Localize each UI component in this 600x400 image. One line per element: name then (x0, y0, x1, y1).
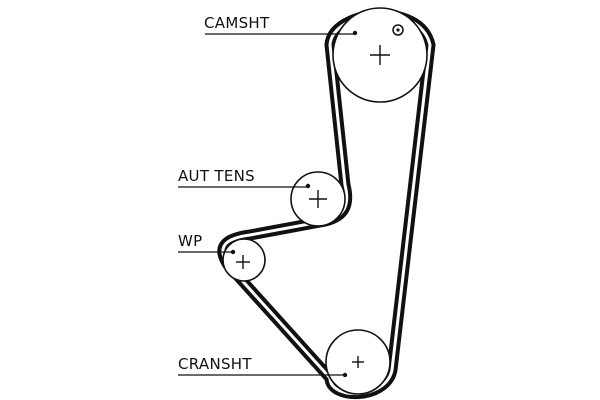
camshaft-label: CAMSHT (204, 14, 270, 32)
camshaft-pulley (332, 7, 428, 103)
water-pump-pulley (222, 238, 266, 282)
camshaft-center-cross (370, 45, 390, 65)
crankshaft-pulley (325, 329, 391, 395)
camshaft-timing-mark-icon (392, 24, 404, 36)
water-pump-center-cross (236, 255, 250, 269)
tensioner-pulley (290, 171, 346, 227)
leader-lines (178, 33, 355, 376)
crankshaft-label: CRANSHT (178, 355, 252, 373)
water-pump-pulley-outline (222, 238, 266, 282)
tensioner-label: AUT TENS (178, 167, 255, 185)
water-pump-label: WP (178, 232, 202, 250)
tensioner-center-cross (309, 190, 327, 208)
crankshaft-center-cross (352, 356, 364, 368)
